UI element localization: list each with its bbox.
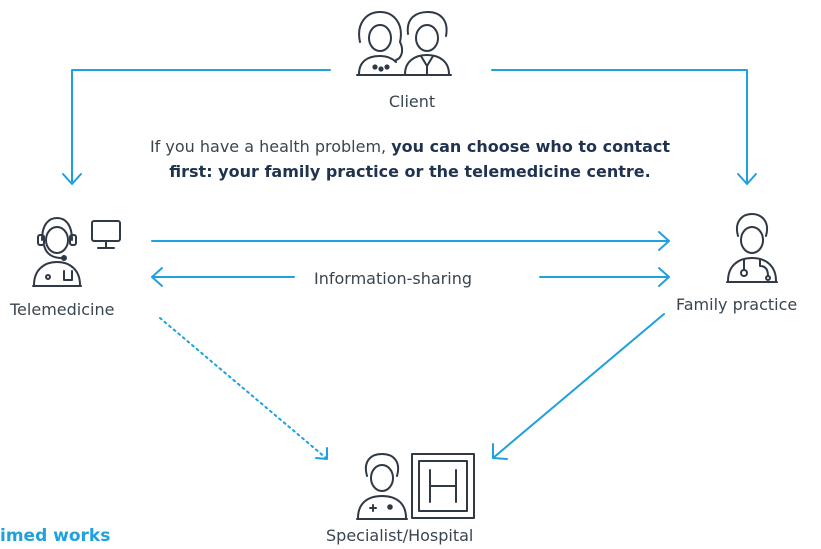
arrow-family-practice-to-specialist [492, 313, 665, 460]
monitor-icon [91, 220, 121, 249]
couple-icon [356, 11, 452, 76]
intro-plain-text: If you have a health problem, [149, 137, 392, 156]
arrow-client-to-family-practice [491, 69, 757, 185]
arrow-client-to-telemedicine [62, 69, 331, 185]
telemedicine-label: Telemedicine [10, 300, 115, 319]
operator-headset-icon [32, 217, 82, 287]
hospital-doctor-icon [356, 453, 475, 520]
doctor-icon [726, 213, 778, 283]
info-sharing-label: Information-sharing [314, 269, 472, 288]
client-label: Client [388, 92, 436, 111]
family-practice-label: Family practice [676, 295, 798, 314]
intro-bold-line-2: first: your family practice or the telem… [169, 162, 651, 181]
arrow-info-sharing-right [539, 267, 670, 287]
arrow-telemedicine-to-family-practice [151, 231, 670, 251]
specialist-label: Specialist/Hospital [326, 526, 474, 545]
section-title-fragment: imed works [0, 526, 111, 546]
intro-text: If you have a health problem, you can ch… [78, 134, 742, 184]
arrow-info-sharing-left [151, 267, 295, 287]
intro-bold-line-1: you can choose who to contact [391, 137, 671, 156]
arrow-telemedicine-to-specialist-dotted [159, 317, 328, 460]
